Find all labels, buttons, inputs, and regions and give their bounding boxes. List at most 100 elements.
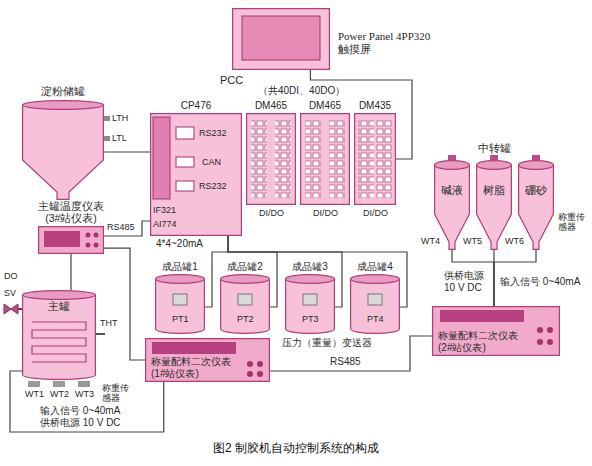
node-text: DM435 (359, 100, 391, 112)
signal-wire (10, 371, 164, 432)
tank-inlet (490, 155, 498, 160)
meter-button (547, 327, 553, 333)
screen-display (242, 16, 320, 60)
label-box: IF321 (153, 205, 176, 215)
label-box: DO (4, 271, 18, 281)
text-group: 成品罐1 (162, 261, 198, 273)
cpu-side-panel (153, 117, 170, 199)
label-box: DI/DO (363, 208, 388, 218)
diagram-label: WT4 (421, 236, 440, 246)
diagram-label: PT2 (237, 314, 254, 324)
diagram-label: IF321 (153, 205, 176, 215)
terminal-block (358, 120, 374, 198)
diagram-label: DO (4, 271, 18, 281)
load-cell (78, 381, 90, 387)
terminal-block (376, 120, 392, 198)
node-text: 称量配料二次仪表 (2#站仪表) (438, 330, 530, 353)
node-text: 触摸屏 (338, 43, 430, 56)
terminal-block (305, 120, 321, 198)
label-box: PT1 (172, 314, 189, 324)
diagram-label: 压力（重量）变送器 (282, 337, 372, 349)
label-box: 称重传感器 (102, 383, 131, 404)
outline-path (23, 101, 104, 110)
diagram-label: 输入信号 0~40mA (500, 276, 580, 288)
label-box: WT4 (421, 236, 440, 246)
terminal-block (275, 120, 291, 198)
signal-wire (270, 336, 432, 371)
label-box: 输入信号 0~40mA (500, 276, 580, 288)
node-text: DM465 (309, 100, 341, 112)
diagram-label: WT1 (25, 389, 44, 399)
label-box: WT6 (505, 236, 524, 246)
text-group: DM465 (309, 100, 341, 112)
outline-path (233, 9, 330, 70)
outline-path (23, 105, 104, 199)
meter-button (547, 339, 553, 345)
node-text: 称量配料二次仪表 (1#站仪表) (151, 356, 243, 379)
meter-button (86, 233, 91, 238)
meter-button (537, 339, 543, 345)
meter-button (94, 243, 99, 248)
label-box: 压力（重量）变送器 (282, 337, 372, 349)
label-box: RS232 (199, 181, 227, 191)
valve-pipe (18, 308, 22, 310)
diagram-label: CAN (202, 157, 221, 167)
text-group: PCC (220, 74, 243, 87)
diagram-label: 4*4~20mA (156, 238, 203, 250)
pressure-transmitter (173, 294, 187, 305)
node-text: 成品罐4 (357, 261, 393, 273)
meter-button (94, 233, 99, 238)
outline-path (221, 279, 270, 333)
outline-path (435, 161, 470, 170)
outline-path (433, 307, 560, 356)
node-text: CP476 (181, 100, 212, 112)
diagram-label: 输入信号 0~40mA (40, 405, 120, 417)
diagram-label: 中转罐 (478, 142, 511, 155)
label-box: THT (100, 318, 118, 328)
level-sensor (104, 136, 110, 141)
diagram-label: DI/DO (259, 208, 284, 218)
text-group: DM465 (255, 100, 287, 112)
outline-path (39, 227, 104, 254)
figure-caption: 图2 制胶机自动控制系统的构成 (0, 442, 592, 456)
meter-button (257, 371, 263, 377)
label-box: SV (4, 288, 16, 298)
starch-tank-outline (22, 100, 104, 200)
caption-box: 图2 制胶机自动控制系统的构成 (0, 442, 592, 456)
level-sensor (104, 116, 110, 121)
pressure-transmitter (368, 294, 382, 305)
text-group: 主罐温度仪表 (3#站仪表) (35, 200, 107, 224)
terminal-block (329, 120, 345, 198)
label-box: WT1 (25, 389, 44, 399)
label-box: WT2 (50, 389, 69, 399)
diagram-label: 称重传感器 (558, 212, 587, 233)
diagram-label: PT3 (302, 314, 319, 324)
starch-tank: 淀粉储罐 (22, 100, 104, 200)
label-box: PT3 (302, 314, 319, 324)
label-box: DI/DO (313, 208, 338, 218)
text-group: 淀粉储罐 (41, 85, 85, 98)
text-group: 硼砂 (525, 184, 547, 197)
signal-wire (104, 248, 145, 360)
diagram-label: THT (100, 318, 118, 328)
text-group: 成品罐4 (357, 261, 393, 273)
label-box: WT3 (75, 389, 94, 399)
diagram-label: RS232 (199, 181, 227, 191)
diagram-label: DI/DO (313, 208, 338, 218)
label-box: CAN (202, 157, 221, 167)
diagram-label: RS232 (199, 128, 227, 138)
node-text: 主罐 (48, 300, 70, 313)
load-cell (28, 381, 40, 387)
node-text: 碱液 (441, 184, 463, 197)
meter-display (44, 231, 80, 247)
label-box: 供桥电源 10 V DC (40, 417, 121, 429)
pressure-transmitter (238, 294, 252, 305)
signal-wire (70, 254, 71, 290)
node-text: DM465 (255, 100, 287, 112)
diagram-label: RS485 (330, 356, 361, 368)
diagram-label: （共40DI、40DO） (258, 85, 345, 97)
outline-path (286, 275, 335, 284)
diagram-label: PT4 (367, 314, 384, 324)
main-tank: 主罐 (22, 290, 96, 380)
label-box: AI774 (153, 219, 177, 229)
